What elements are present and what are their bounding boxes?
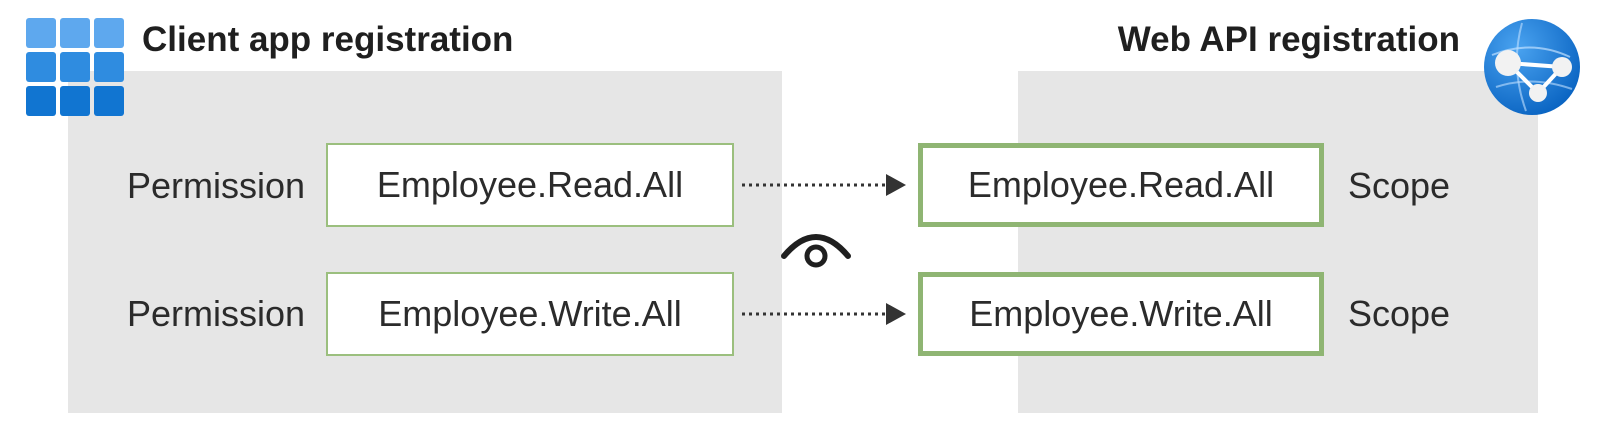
client-permission-write: Employee.Write.All [326, 272, 734, 356]
web-api-globe-icon [1484, 19, 1580, 115]
client-app-title: Client app registration [142, 20, 514, 59]
app-grid-icon [26, 18, 124, 116]
api-scope-write: Employee.Write.All [918, 272, 1324, 356]
scope-label: Scope [1348, 165, 1451, 206]
dotted-arrow-connector [742, 174, 906, 196]
client-permission-read: Employee.Read.All [326, 143, 734, 227]
eye-icon [781, 234, 851, 268]
client-app-panel [68, 71, 782, 413]
web-api-panel [1018, 71, 1538, 413]
web-api-title: Web API registration [1117, 20, 1460, 59]
permission-label: Permission [127, 165, 306, 206]
dotted-arrow-connector [742, 303, 906, 325]
permission-label: Permission [127, 293, 306, 334]
scope-label: Scope [1348, 293, 1451, 334]
api-scope-read: Employee.Read.All [918, 143, 1324, 227]
